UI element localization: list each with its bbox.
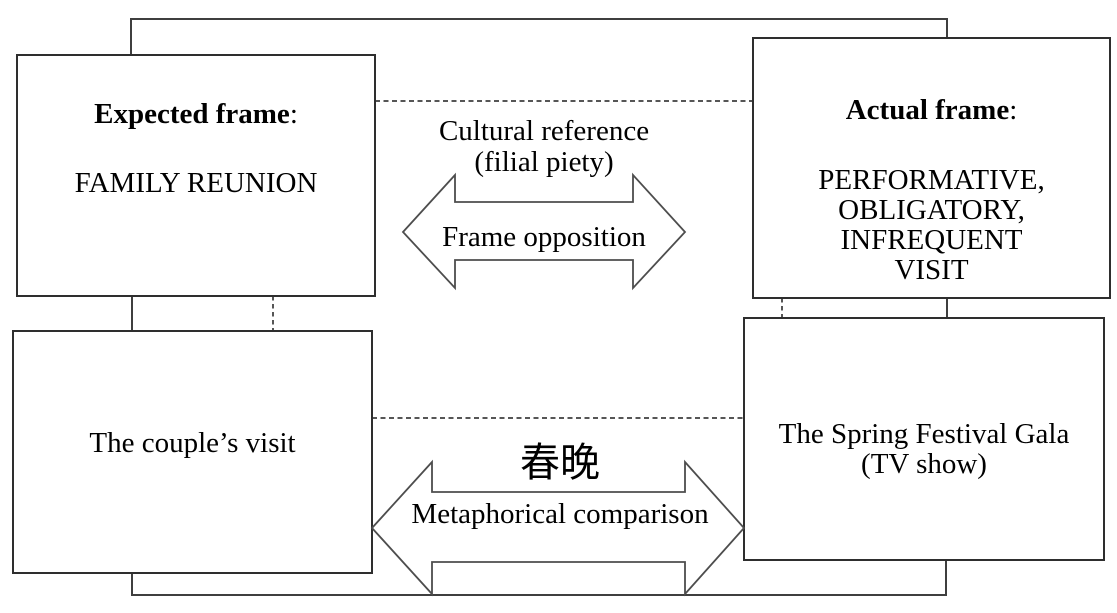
expected-frame-title-colon: : — [289, 98, 298, 130]
cultural-reference-line2: (filial piety) — [474, 146, 614, 178]
spring-gala-label-line2: (TV show) — [861, 448, 987, 480]
couple-visit-box — [12, 330, 373, 574]
spring-gala-box — [743, 317, 1105, 561]
top-bracket-line — [130, 18, 948, 55]
actual-frame-value: PERFORMATIVE, OBLIGATORY, INFREQUENT VIS… — [753, 165, 1110, 285]
expected-frame-value: FAMILY REUNION — [74, 167, 318, 199]
couple-visit-label: The couple’s visit — [89, 427, 296, 459]
chunwan-label: 春晚 — [520, 440, 600, 485]
actual-frame-title-colon: : — [1009, 94, 1018, 126]
actual-frame-title: Actual frame: — [753, 93, 1110, 127]
actual-frame-box — [752, 37, 1111, 299]
frame-opposition-label: Frame opposition — [442, 221, 646, 253]
spring-gala-label: The Spring Festival Gala (TV show) — [744, 419, 1104, 479]
metaphorical-comparison-arrow — [370, 459, 746, 597]
actual-frame-title-text: Actual frame — [845, 94, 1010, 126]
actual-frame-value-line3: VISIT — [894, 254, 969, 286]
cultural-reference-line1: Cultural reference — [438, 115, 650, 147]
actual-frame-value-line1: PERFORMATIVE, — [818, 164, 1045, 196]
metaphorical-comparison-label: Metaphorical comparison — [411, 498, 709, 530]
frame-opposition-arrow — [401, 172, 687, 291]
actual-frame-value-line2: OBLIGATORY, INFREQUENT — [838, 194, 1025, 256]
spring-gala-label-line1: The Spring Festival Gala — [778, 418, 1070, 450]
expected-frame-title: Expected frame: — [17, 97, 375, 131]
expected-frame-title-text: Expected frame — [94, 98, 290, 130]
expected-frame-box — [16, 54, 376, 297]
cultural-reference-label: Cultural reference (filial piety) — [397, 116, 691, 178]
bottom-bracket-line — [131, 560, 947, 596]
